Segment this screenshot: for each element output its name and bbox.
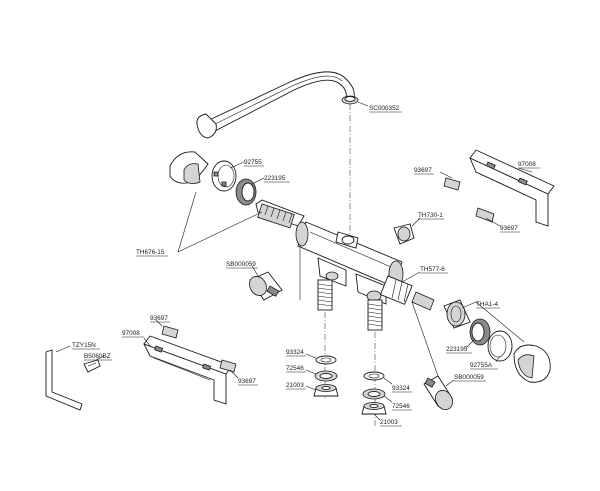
- pad-93697-r1: [443, 177, 461, 191]
- label-93324-right: 93324: [392, 385, 410, 392]
- screw-b5060bz: [83, 359, 101, 373]
- washer-93324-left: [315, 355, 337, 365]
- washer-72546-right: [362, 388, 386, 400]
- leader-lines: [55, 101, 533, 421]
- label-92755a: 92755A: [470, 362, 493, 369]
- ring-92755-top: [211, 160, 237, 192]
- mixer-body: [295, 221, 404, 305]
- label-97008-r: 97008: [518, 161, 536, 168]
- left-handle: [169, 151, 209, 184]
- label-223195-top: 223195: [264, 175, 286, 182]
- label-tzy15n: TZY15N: [72, 342, 96, 349]
- cartridge-th577: [379, 275, 435, 311]
- label-th676: TH676-15: [136, 249, 165, 256]
- nut-223195-bottom: [469, 318, 491, 346]
- label-72546-left: 72546: [286, 365, 304, 372]
- label-93697-r1: 93697: [414, 167, 432, 174]
- hex-key-tzy15n: [45, 349, 83, 411]
- bracket-97008-right: [469, 149, 555, 227]
- label-b5060bz: B5060BZ: [84, 353, 111, 360]
- pad-93697-l1: [161, 325, 179, 339]
- washer-72546-left: [314, 370, 338, 382]
- inlet-tail-left: [317, 279, 333, 311]
- label-93324-left: 93324: [286, 349, 304, 356]
- nut-21003-right: [361, 402, 387, 415]
- label-th730: TH730-1: [418, 212, 443, 219]
- label-93697-r2: 93697: [500, 225, 518, 232]
- label-21003-right: 21003: [380, 419, 398, 426]
- spout: [196, 71, 359, 139]
- pad-93697-l2: [219, 359, 237, 373]
- label-223195-bottom: 223195: [446, 346, 468, 353]
- cartridge-th676: [255, 199, 305, 229]
- label-sb000059-left: SB000059: [226, 261, 256, 268]
- label-tha1: THA1-4: [476, 301, 498, 308]
- valve-sb000059-left: [249, 271, 283, 301]
- inlet-tail-right: [367, 299, 383, 331]
- label-th577: TH577-6: [420, 266, 445, 273]
- bracket-97008-left: [143, 335, 233, 405]
- right-handle: [513, 344, 551, 383]
- part-labels: SC000352 92755 223195 93697 97008 93697 …: [72, 105, 540, 427]
- label-93697-l1: 93697: [150, 315, 168, 322]
- cartridge-tha1: [443, 299, 471, 329]
- label-92755-top: 92755: [244, 159, 262, 166]
- label-sb000059-right: SB000059: [454, 374, 484, 381]
- nut-21003-left: [313, 384, 339, 397]
- label-97008-l: 97008: [122, 330, 140, 337]
- label-72546-right: 72546: [392, 403, 410, 410]
- ring-92755a: [487, 330, 513, 362]
- washer-93324-right: [363, 371, 385, 381]
- label-93697-l2: 93697: [238, 378, 256, 385]
- pad-93697-r2: [475, 207, 495, 223]
- label-sc000352: SC000352: [369, 105, 400, 112]
- valve-sb000059-right: [423, 375, 453, 410]
- nut-223195-top: [235, 178, 257, 206]
- label-21003-left: 21003: [286, 382, 304, 389]
- elbow-th730: [393, 223, 415, 245]
